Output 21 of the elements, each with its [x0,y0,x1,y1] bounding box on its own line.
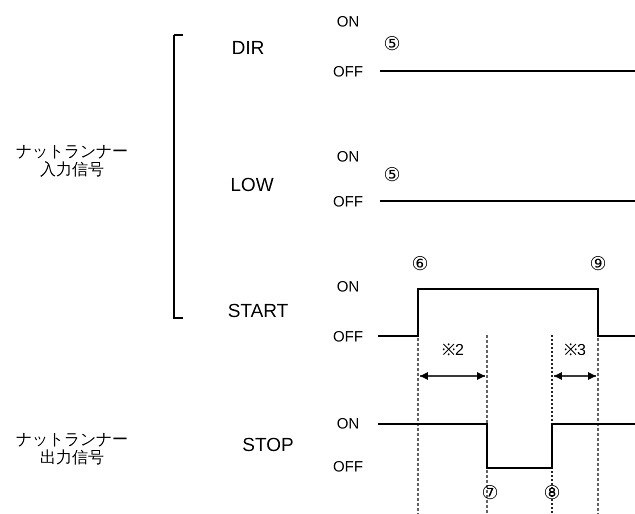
level-label: ON [336,278,360,296]
level-label: ON [336,148,360,166]
signal-name: LOW [230,175,274,197]
level-label: OFF [333,458,363,476]
group-label: ナットランナー入力信号 [15,144,129,180]
level-label: ON [336,13,360,31]
signal-name: DIR [232,38,264,60]
signal-name: START [228,301,288,323]
signal-name: STOP [242,435,294,457]
note-label: ※2 [442,342,464,360]
step-number: ⑨ [590,254,606,276]
step-number: ⑤ [384,165,400,187]
step-number: ⑦ [482,483,498,505]
step-number: ⑥ [412,254,428,276]
level-label: OFF [333,63,363,81]
level-label: OFF [333,328,363,346]
step-number: ⑤ [384,34,400,56]
group-label: ナットランナー出力信号 [15,432,129,468]
level-label: OFF [333,193,363,211]
note-label: ※3 [564,342,586,360]
level-label: ON [336,415,360,433]
